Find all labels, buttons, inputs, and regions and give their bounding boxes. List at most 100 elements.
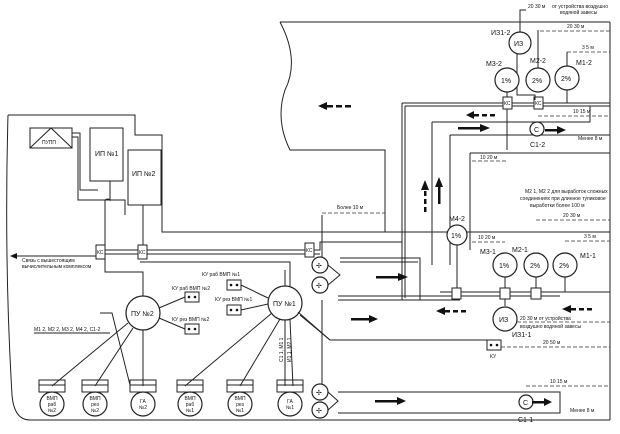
bottom-duct — [338, 391, 561, 414]
svg-text:ИЗ1-2: ИЗ1-2 — [491, 30, 510, 37]
svg-text:М1-1: М1-1 — [580, 253, 596, 260]
fresh-air-arrow-icon — [458, 124, 490, 132]
sensor-label: №2 — [139, 405, 147, 411]
sensor-m1-1: 2% М1-1 — [552, 252, 596, 292]
svg-text:Связь с вышестоящим: Связь с вышестоящим — [22, 258, 75, 264]
svg-text:ИЗ: ИЗ — [499, 317, 508, 324]
svg-text:КС: КС — [535, 101, 542, 107]
svg-text:воздушно водяной завесы: воздушно водяной завесы — [520, 323, 581, 330]
fresh-air-arrow-icon — [351, 315, 378, 323]
svg-text:3 5 м: 3 5 м — [582, 45, 594, 51]
fan-icon: ✢ — [316, 389, 322, 397]
svg-text:вычислительным комплексом: вычислительным комплексом — [22, 264, 92, 270]
svg-text:ИЗ: ИЗ — [514, 41, 523, 48]
ip2-label: ИП №2 — [132, 171, 156, 178]
link-pu2-vmp-rab2 — [51, 322, 129, 387]
fan-icon: ✢ — [316, 407, 322, 415]
ks-box-1: КС — [95, 244, 106, 260]
sensor-c1-2: С С1-2 — [529, 121, 545, 149]
pu2-controller: ПУ №2 — [125, 295, 161, 331]
fan-icon: ✢ — [316, 262, 322, 270]
svg-text:2%: 2% — [530, 263, 540, 270]
sensor-label: №2 — [91, 408, 99, 414]
sensor-label: рез — [91, 402, 99, 408]
fresh-air-arrow-icon — [375, 397, 406, 405]
svg-text:М4-2: М4-2 — [449, 216, 465, 223]
link-pu1-ku — [297, 311, 331, 341]
ip1-label: ИП №1 — [95, 151, 119, 158]
upper-gallery-outline — [279, 21, 610, 232]
svg-text:20 30 м: 20 30 м — [563, 213, 581, 219]
sensor-label: №1 — [236, 408, 244, 414]
svg-text:10 20 м: 10 20 м — [478, 235, 496, 241]
svg-text:ПУ №2: ПУ №2 — [131, 311, 154, 318]
sensor-label: ВМП — [234, 396, 246, 402]
svg-text:И1 1, М2 1: И1 1, М2 1 — [287, 337, 293, 362]
fan-duct-lower — [338, 295, 460, 301]
fan-duct-upper — [340, 257, 421, 300]
svg-text:М2 1, М2 2 для выработок сложн: М2 1, М2 2 для выработок сложных — [525, 189, 608, 195]
svg-text:10 15 м: 10 15 м — [550, 379, 568, 385]
svg-text:С: С — [523, 400, 528, 407]
return-air-arrow-icon — [562, 305, 592, 313]
svg-text:2%: 2% — [559, 263, 569, 270]
trunk-bottom — [299, 314, 493, 346]
ks-box-2: КС — [137, 244, 148, 260]
svg-text:Менее 8 м: Менее 8 м — [570, 408, 595, 414]
note-block: М2 1, М2 2 для выработок сложных соедине… — [520, 189, 608, 209]
pupp-label: ПУПП — [42, 140, 56, 146]
svg-text:КС: КС — [504, 101, 511, 107]
svg-text:1%: 1% — [451, 233, 461, 240]
sensor-iz1-1: ИЗ ИЗ1-1 — [492, 306, 531, 339]
svg-text:водяной завесы: водяной завесы — [560, 9, 598, 16]
ks-box-4: КС — [502, 96, 513, 110]
return-air-arrow-icon — [466, 111, 495, 119]
svg-text:КУ раб ВМП №1: КУ раб ВМП №1 — [202, 272, 240, 278]
svg-text:М1 2, М2 2, М3 2, М4 2, С1-2: М1 2, М2 2, М3 2, М4 2, С1-2 — [34, 327, 101, 333]
sensor-m3-2: 1% М3-2 — [486, 61, 520, 150]
svg-text:20 50 м: 20 50 м — [543, 340, 561, 346]
ip1-unit: ИП №1 — [89, 127, 124, 245]
link-pu1-vmp-rez1 — [239, 318, 281, 387]
fresh-air-arrow-icon — [532, 398, 552, 406]
svg-text:КУ: КУ — [490, 354, 497, 360]
svg-text:20 30 м: 20 30 м — [528, 4, 546, 10]
fresh-air-arrow-icon — [545, 126, 566, 134]
roadway-mid-line-1 — [431, 106, 591, 265]
link-pu2-vmp-rez2 — [94, 327, 134, 387]
svg-text:2%: 2% — [532, 78, 542, 85]
ku-rab-vmp1: КУ раб ВМП №1 — [202, 272, 269, 299]
ks-box-3: КС — [304, 242, 315, 258]
svg-text:10 20 м: 10 20 м — [480, 155, 498, 161]
sensor-circle — [82, 391, 108, 417]
svg-text:КС: КС — [306, 248, 313, 254]
return-air-arrow-icon — [421, 180, 429, 212]
sensor-circle — [177, 391, 203, 417]
svg-text:20 30 м: 20 30 м — [567, 24, 585, 30]
svg-text:С1-2: С1-2 — [530, 142, 545, 149]
svg-text:М3-2: М3-2 — [486, 61, 502, 68]
svg-text:1%: 1% — [499, 263, 509, 270]
sensor-circle — [277, 391, 303, 417]
outer-frame — [6, 114, 610, 421]
return-air-arrow-icon — [318, 102, 351, 110]
sensor-m2-2: 2% М2-2 — [525, 30, 551, 93]
dimensions: 20 30 м от устройства воздушно водяной з… — [322, 3, 610, 414]
sensor-label: ВМП — [184, 396, 196, 402]
airflow-arrows — [318, 102, 592, 406]
fan-group-lower: ✢ ✢ — [311, 383, 339, 419]
svg-text:ПУ №1: ПУ №1 — [273, 301, 296, 308]
return-air-arrow-icon — [436, 307, 466, 315]
svg-text:Более 10 м: Более 10 м — [337, 205, 364, 211]
svg-text:3 5 м: 3 5 м — [584, 234, 596, 240]
sensor-label: №1 — [286, 405, 294, 411]
sensor-label: раб — [48, 402, 57, 408]
sensor-label: ГА — [140, 399, 146, 405]
sensor-m4-2: 1% М4-2 — [446, 216, 468, 300]
ku-box-right: КУ — [486, 339, 502, 360]
pipeline-upper-1 — [100, 241, 402, 251]
